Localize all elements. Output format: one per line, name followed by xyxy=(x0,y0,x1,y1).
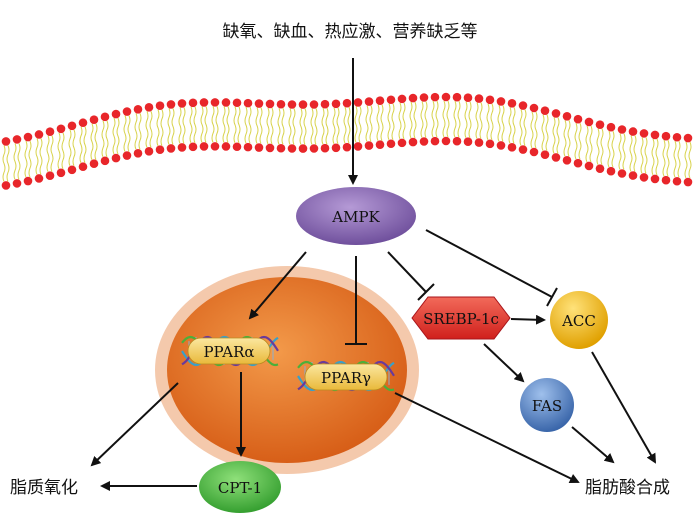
ppar-alpha-node: PPARα xyxy=(187,337,271,365)
inhibit-bar-acc xyxy=(546,287,558,307)
ppar-alpha-label: PPARα xyxy=(203,343,254,361)
srebp-node: SREBP-1c xyxy=(411,296,511,340)
ampk-node: AMPK xyxy=(296,187,416,245)
arrow-acc-fatty-acid xyxy=(591,351,656,464)
fatty-acid-synthesis-label: 脂肪酸合成 xyxy=(585,478,670,498)
inhibit-ampk-acc xyxy=(425,229,553,298)
arrow-srebp-acc xyxy=(510,314,546,325)
arrow-ppar-alpha-lipid-oxidation xyxy=(90,382,179,467)
fas-label: FAS xyxy=(532,397,562,415)
lipid-oxidation-label: 脂质氧化 xyxy=(10,478,78,498)
cell-membrane xyxy=(1,92,693,190)
acc-node: ACC xyxy=(550,291,608,349)
ppar-gamma-label: PPARγ xyxy=(321,369,371,387)
arrow-ppar-gamma-fatty-acid xyxy=(394,392,580,483)
cpt1-label: CPT-1 xyxy=(218,479,262,497)
cpt1-node: CPT-1 xyxy=(199,461,281,513)
fas-node: FAS xyxy=(520,378,574,432)
arrow-fas-fatty-acid xyxy=(571,426,615,464)
acc-label: ACC xyxy=(561,312,596,330)
stimulus-label: 缺氧、缺血、热应激、营养缺乏等 xyxy=(223,22,478,42)
ampk-label: AMPK xyxy=(331,208,380,226)
ppar-gamma-node: PPARγ xyxy=(304,363,388,391)
inhibit-ampk-srebp xyxy=(387,251,427,293)
srebp-label: SREBP-1c xyxy=(423,310,499,328)
arrow-srebp-fas xyxy=(483,343,525,383)
nucleus xyxy=(155,266,419,474)
pathway-arrows xyxy=(90,229,656,491)
inhibit-bar-srebp xyxy=(417,283,435,301)
arrow-ampk-ppar-alpha xyxy=(248,251,307,320)
